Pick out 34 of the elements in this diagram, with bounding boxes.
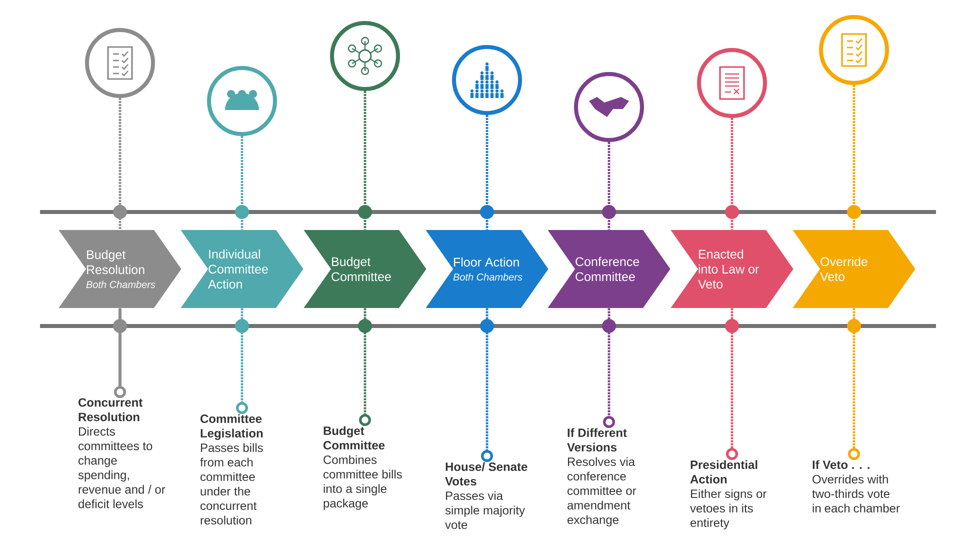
chevron-step: Floor Action Both Chambers — [426, 230, 548, 308]
connector-line — [364, 91, 366, 230]
chevron-step: Budget Resolution Both Chambers — [58, 230, 182, 308]
connector-line — [486, 115, 488, 230]
step-description: Budget Committee Combines committee bills into a single package — [324, 426, 402, 510]
icon-circle — [85, 28, 155, 98]
connector-line — [114, 308, 126, 398]
step-description: Concurrent Resolution Directs committees to change spending, revenue and / or deficit levels — [78, 398, 166, 508]
step-description: If Different Versions Resolves via conference committee or amendment exchange — [567, 428, 636, 526]
chevron-step: Enacted into Law or Veto — [670, 230, 794, 308]
chevron-step: Budget Committee — [304, 230, 426, 308]
chevron-step: Override Veto — [792, 230, 916, 308]
connector-line — [240, 136, 244, 230]
step-description: Presidential Action Either signs or vetoes in its entirety — [690, 460, 766, 530]
icon-circle — [819, 15, 889, 85]
step-description: If Veto . . . Overrides with two-thirds vote in each chamber — [812, 460, 900, 512]
connector-line — [236, 308, 248, 414]
icon-circle — [452, 45, 522, 115]
icon-circle — [697, 48, 767, 118]
icon-circle — [330, 21, 400, 91]
chevron-step: Conference Committee — [548, 230, 670, 308]
icon-circle — [574, 72, 644, 142]
connector-line — [608, 142, 610, 230]
connector-line — [359, 308, 371, 426]
chevron-step: Individual Committee Action — [180, 230, 304, 308]
connector-line — [726, 308, 738, 460]
connector-line — [603, 308, 615, 428]
connector-line — [730, 118, 734, 230]
connector-line — [481, 308, 493, 462]
connector-line — [848, 308, 860, 460]
connector-line — [118, 98, 122, 230]
step-description: Committee Legislation Passes bills from each committee under the concurrent resolution — [200, 414, 263, 524]
connector-line — [852, 85, 856, 230]
step-description: House/ Senate Votes Passes via simple majority vote — [445, 462, 528, 529]
